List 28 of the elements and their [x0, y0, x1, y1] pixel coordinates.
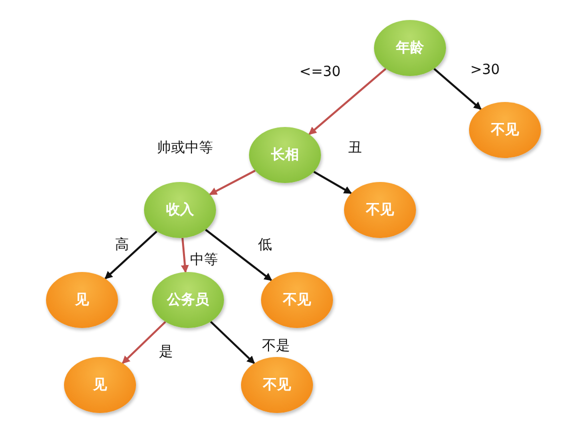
- arrow: [208, 170, 256, 196]
- decision-node: 公务员: [152, 272, 224, 328]
- leaf-node: 不见: [344, 182, 416, 238]
- decision-node: 年龄: [374, 20, 446, 76]
- edge-label: 帅或中等: [157, 139, 213, 157]
- edge-label: <=30: [299, 64, 341, 80]
- edge-label: 不是: [262, 337, 290, 355]
- leaf-node: 不见: [469, 102, 541, 158]
- edge-label: 低: [258, 236, 272, 254]
- leaf-node: 不见: [261, 272, 333, 328]
- leaf-node: 见: [46, 272, 118, 328]
- edge-label: 是: [159, 343, 173, 361]
- arrow: [210, 320, 255, 364]
- arrow: [180, 238, 189, 274]
- arrow: [204, 228, 272, 282]
- arrow: [104, 230, 158, 280]
- arrow: [122, 321, 166, 364]
- decision-node: 长相: [249, 127, 321, 183]
- edge-label: 丑: [348, 139, 362, 157]
- edge-label: >30: [470, 62, 500, 78]
- arrow: [313, 170, 352, 194]
- arrow: [308, 68, 386, 136]
- leaf-node: 不见: [241, 357, 313, 413]
- edge-label: 高: [115, 236, 129, 254]
- arrow: [433, 68, 482, 110]
- edge-label: 中等: [190, 251, 218, 269]
- leaf-node: 见: [64, 357, 136, 413]
- decision-node: 收入: [144, 182, 216, 238]
